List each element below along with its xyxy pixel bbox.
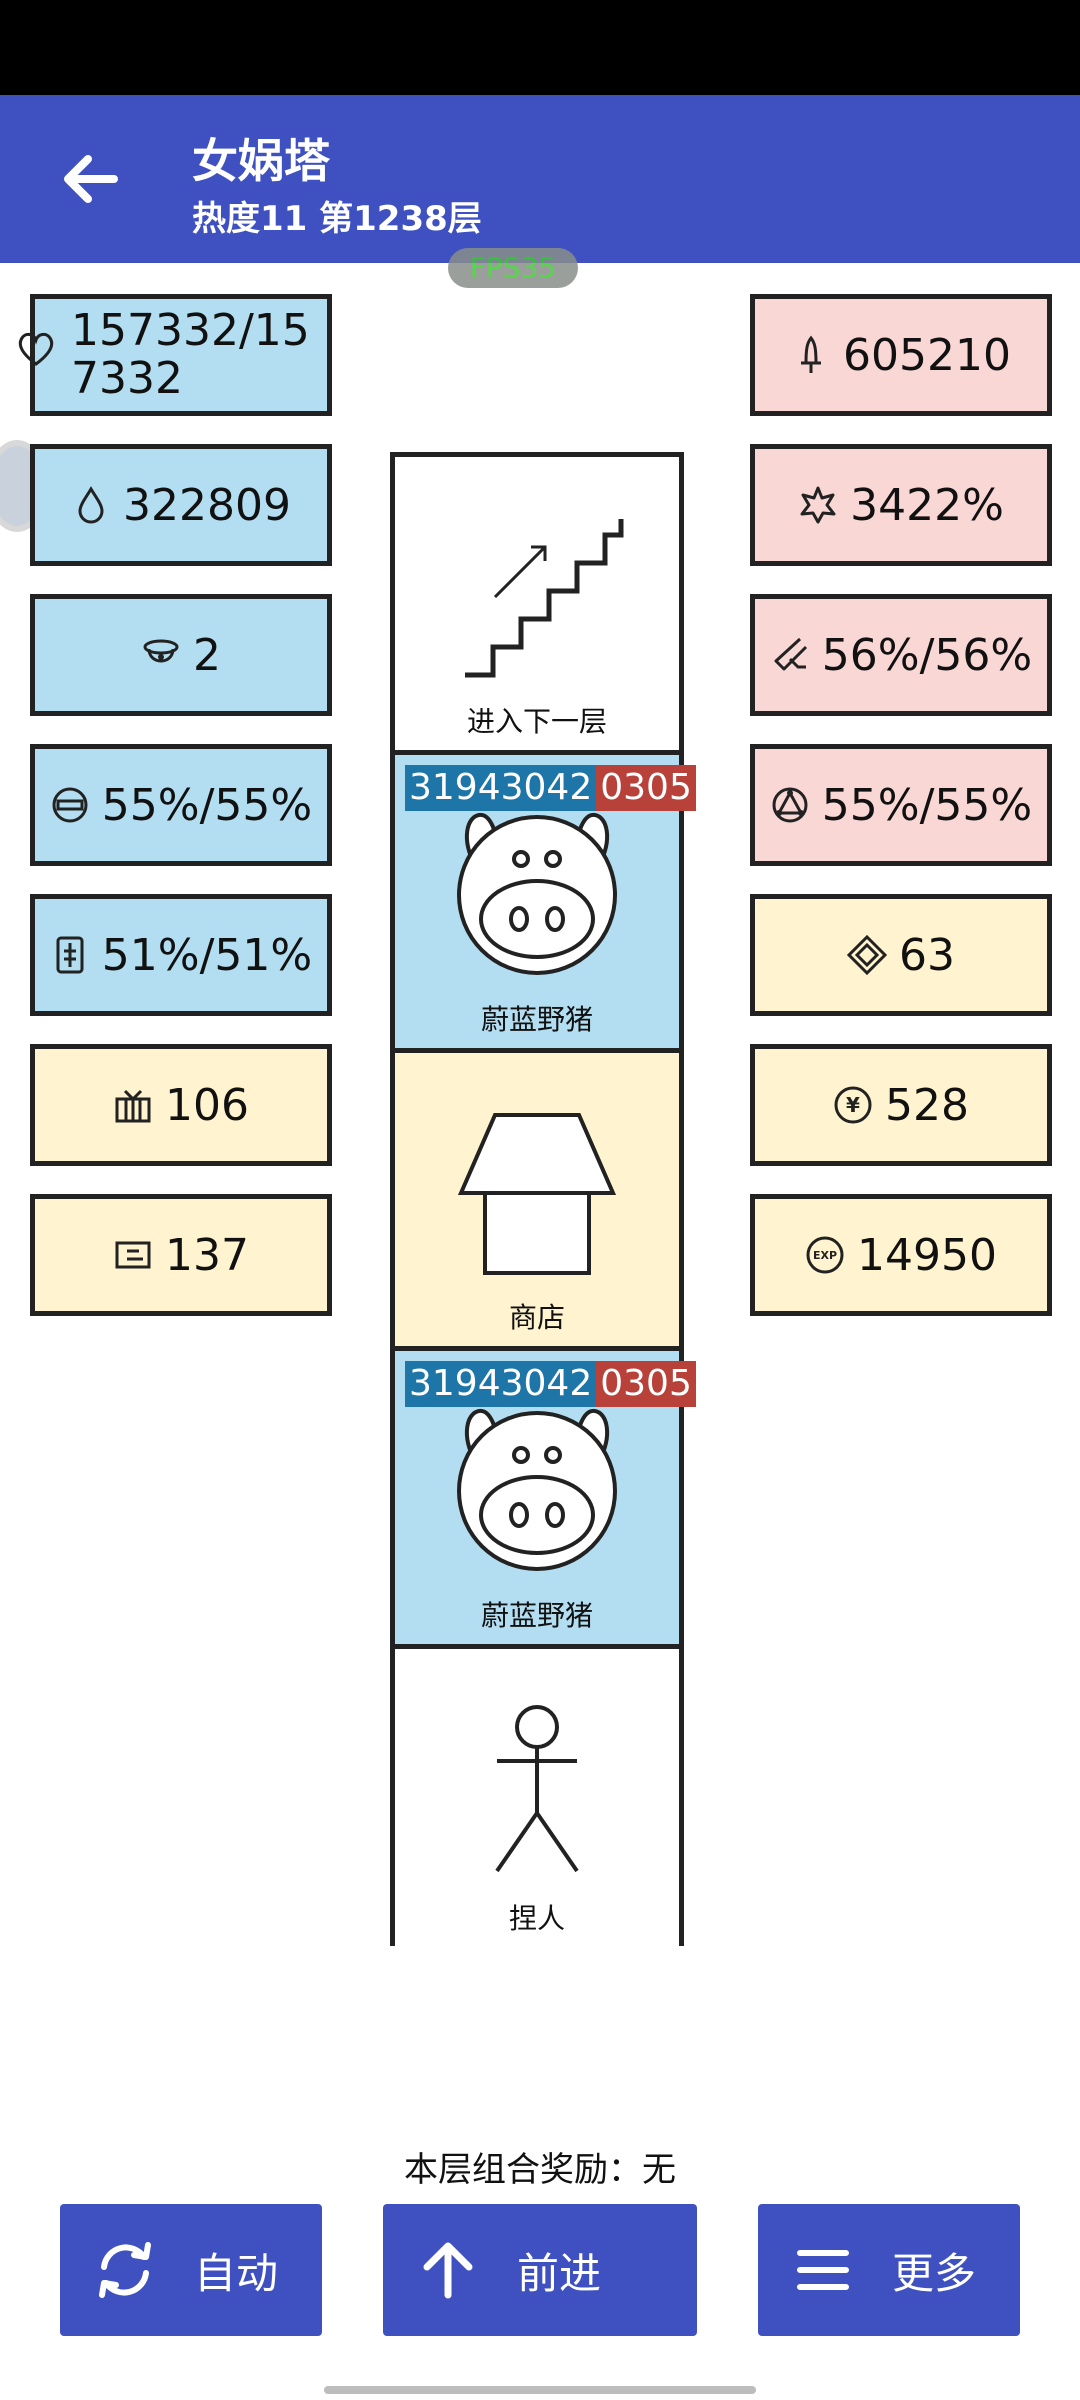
tower-cell-enemy[interactable]: 31943042 0305 蔚蓝野猪: [395, 1351, 696, 1649]
cell-label: 蔚蓝野猪: [480, 1003, 593, 1036]
phone-icon: [56, 936, 84, 974]
boar-icon: [457, 1408, 617, 1571]
stat-value: 528: [885, 1079, 969, 1131]
stat-value: 63: [899, 929, 955, 981]
stat-value: 55%/55%: [101, 779, 313, 831]
enemy-stats-badge: 31943042 0305: [405, 765, 696, 811]
boar-icon: [457, 812, 617, 975]
menu-icon: [797, 2250, 849, 2290]
auto-button[interactable]: 自动: [60, 2204, 322, 2336]
stat-water: 322809: [30, 444, 332, 566]
stat-value: 106: [165, 1079, 249, 1131]
tower-cell-stairs[interactable]: 进入下一层: [395, 457, 679, 755]
advance-button[interactable]: 前进: [383, 2204, 697, 2336]
stat-blade: 56%/56%: [750, 594, 1052, 716]
hat-icon: [143, 639, 179, 663]
stat-card: 137: [30, 1194, 332, 1316]
auto-button-label: 自动: [194, 2248, 279, 2298]
refresh-icon: [99, 2242, 151, 2298]
arrow-up-icon: [423, 2242, 473, 2299]
cell-label: 蔚蓝野猪: [480, 1599, 593, 1632]
card-icon: [115, 1241, 151, 1269]
stat-attack: 605210: [750, 294, 1052, 416]
enemy-power: 31943042: [405, 765, 597, 811]
stat-hat: 2: [30, 594, 332, 716]
hp-stat: 157332/157332: [30, 294, 332, 416]
cell-label: 进入下一层: [466, 705, 607, 738]
stat-value: 605210: [843, 329, 1011, 381]
stick-figure-icon: [495, 1705, 579, 1873]
app-bar: 女娲塔 热度11 第1238层: [0, 95, 1080, 263]
back-arrow-icon[interactable]: [58, 147, 122, 211]
hp-value: 157332/157332: [71, 305, 310, 404]
cell-label: 商店: [508, 1301, 565, 1334]
shop-house-icon: [457, 1113, 617, 1275]
svg-text:¥: ¥: [846, 1093, 860, 1117]
cell-label: 捏人: [508, 1902, 565, 1935]
stairs-icon: [465, 519, 624, 678]
diamond-icon: [847, 935, 887, 975]
stat-value: 322809: [123, 479, 291, 531]
floor-subtitle: 热度11 第1238层: [192, 199, 482, 239]
tower-cell-enemy[interactable]: 31943042 0305 蔚蓝野猪: [395, 755, 696, 1053]
enemy-power: 31943042: [405, 1361, 597, 1407]
tower-column: 进入下一层 31943042 0305 蔚蓝野猪 商店 31943042 030…: [390, 452, 696, 1947]
stat-target: 55%/55%: [30, 744, 332, 866]
stat-value: 14950: [857, 1229, 997, 1281]
stat-value: 55%/55%: [821, 779, 1033, 831]
tower-cell-shop[interactable]: 商店: [395, 1053, 679, 1351]
stat-value: 56%/56%: [821, 629, 1033, 681]
burst-icon: [800, 486, 836, 524]
floor-reward-text: 本层组合奖励：无: [404, 2150, 676, 2190]
fps-counter: FPS35: [448, 248, 578, 288]
stat-diamond: 63: [750, 894, 1052, 1016]
stat-burst: 3422%: [750, 444, 1052, 566]
exp-icon: EXP: [806, 1236, 844, 1274]
stat-value: 51%/51%: [101, 929, 313, 981]
stat-value: 3422%: [850, 479, 1004, 531]
stat-crate: 106: [30, 1044, 332, 1166]
more-button[interactable]: 更多: [758, 2204, 1020, 2336]
enemy-level: 0305: [596, 1361, 696, 1407]
status-bar: [0, 0, 1080, 95]
stat-value: 137: [165, 1229, 249, 1281]
svg-text:EXP: EXP: [813, 1249, 837, 1262]
stat-value: 2: [193, 629, 221, 681]
sword-icon: [801, 335, 822, 373]
triangle-circle-icon: [772, 787, 808, 823]
enemy-level: 0305: [596, 765, 696, 811]
tower-cell-player[interactable]: 捏人: [395, 1649, 679, 1947]
stat-exp: EXP 14950: [750, 1194, 1052, 1316]
crate-icon: [115, 1089, 151, 1123]
stat-phone: 51%/51%: [30, 894, 332, 1016]
water-drop-icon: [78, 486, 104, 524]
heart-icon: [18, 332, 54, 366]
home-indicator[interactable]: [324, 2386, 756, 2394]
blade-icon: [774, 637, 807, 671]
more-button-label: 更多: [892, 2248, 977, 2298]
stat-triangle: 55%/55%: [750, 744, 1052, 866]
yen-coin-icon: ¥: [834, 1086, 872, 1124]
circle-target-icon: [52, 787, 88, 823]
advance-button-label: 前进: [517, 2248, 602, 2298]
enemy-stats-badge: 31943042 0305: [405, 1361, 696, 1407]
stat-money: ¥ 528: [750, 1044, 1052, 1166]
page-title: 女娲塔: [192, 134, 330, 188]
